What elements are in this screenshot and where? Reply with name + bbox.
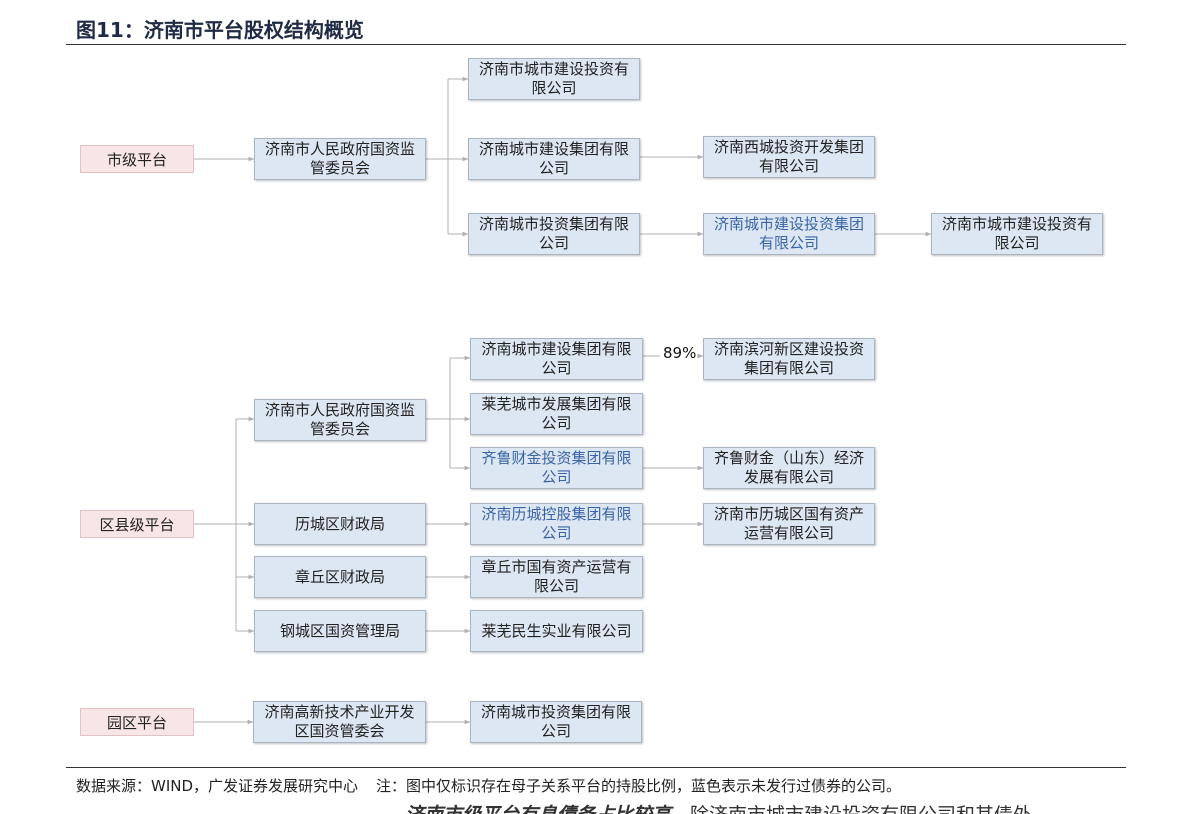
footer-divider [66,767,1126,768]
footer: 数据来源：WIND，广发证券发展研究中心注：图中仅标识存在母子关系平台的持股比例… [76,775,901,796]
node-city-urban-construction-1: 济南市城市建设投资有限公司 [468,58,640,100]
node-laiwu-dev: 莱芜城市发展集团有限公司 [470,393,643,435]
node-dist-construction-group: 济南城市建设集团有限公司 [470,338,643,380]
node-dist-sasac: 济南市人民政府国资监管委员会 [254,399,426,441]
node-binhe: 济南滨河新区建设投资集团有限公司 [703,338,875,380]
node-urban-construction-invest-group: 济南城市建设投资集团有限公司 [703,213,875,255]
node-zhangqiu-finance: 章丘区财政局 [254,556,426,598]
node-city-urban-construction-2: 济南市城市建设投资有限公司 [931,213,1103,255]
ownership-percentage: 89% [663,344,697,362]
node-hitech-committee: 济南高新技术产业开发区国资管委会 [253,701,426,743]
node-zhangqiu-assets: 章丘市国有资产运营有限公司 [470,556,643,598]
footer-source: 数据来源：WIND，广发证券发展研究中心 [76,777,359,795]
figure-title: 图11：济南市平台股权结构概览 [76,18,364,42]
node-licheng-holding: 济南历城控股集团有限公司 [470,503,643,545]
title-divider [66,44,1126,45]
cropped-body-continuation: ，除济南市城市建设投资有限公司和其债外 [671,804,1032,814]
node-city-construction-group: 济南城市建设集团有限公司 [468,138,640,180]
node-licheng-finance: 历城区财政局 [254,503,426,545]
node-qilu-finance-sd: 齐鲁财金（山东）经济发展有限公司 [703,447,875,489]
cropped-body-text: 济南市级平台有息債务占比较高，除济南市城市建设投资有限公司和其债外 [405,800,1105,814]
node-qilu-finance-group: 齐鲁财金投资集团有限公司 [470,447,643,489]
node-xicheng-group: 济南西城投资开发集团有限公司 [703,136,875,178]
node-city-sasac: 济南市人民政府国资监管委员会 [254,138,426,180]
node-park-investment-group: 济南城市投资集团有限公司 [470,701,642,743]
category-city-level: 市级平台 [80,145,194,173]
node-city-investment-group: 济南城市投资集团有限公司 [468,213,640,255]
category-district-level: 区县级平台 [80,510,194,538]
node-laiwu-minsheng: 莱芜民生实业有限公司 [470,610,643,652]
node-gangcheng-sasac: 钢城区国资管理局 [254,610,426,652]
footer-note: 注：图中仅标识存在母子关系平台的持股比例，蓝色表示未发行过债券的公司。 [376,777,902,795]
category-park-level: 园区平台 [80,708,194,736]
node-licheng-assets: 济南市历城区国有资产运营有限公司 [703,503,875,545]
cropped-body-heading: 济南市级平台有息債务占比较高 [405,804,671,814]
